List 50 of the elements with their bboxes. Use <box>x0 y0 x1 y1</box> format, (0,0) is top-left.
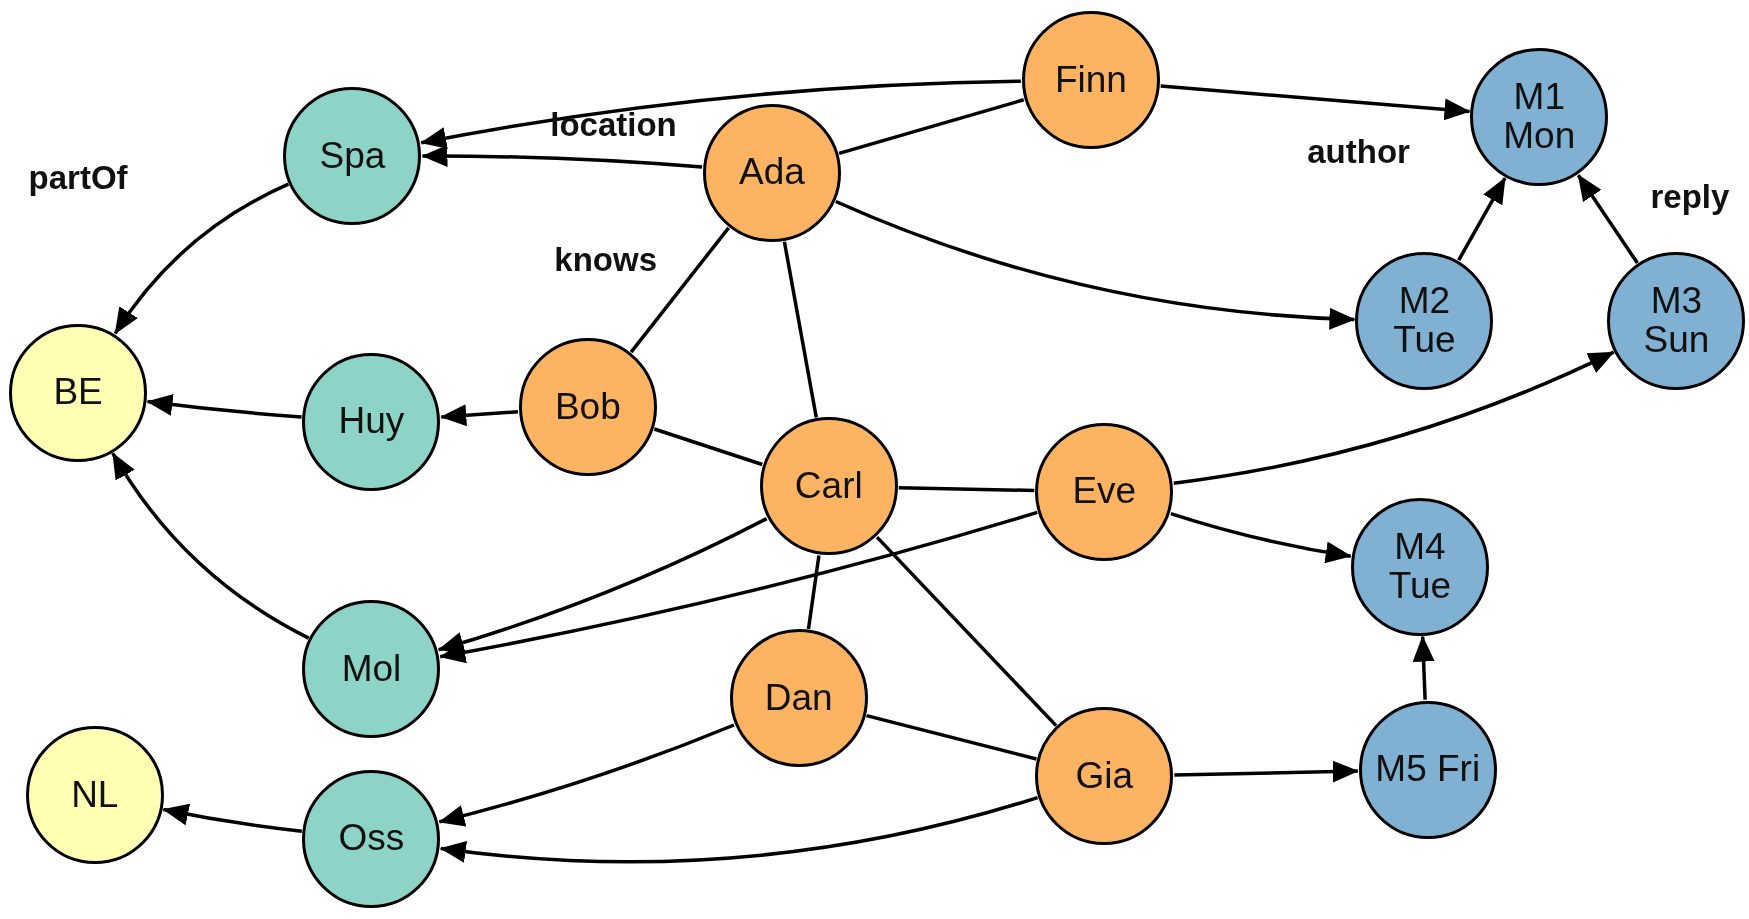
arrow <box>437 517 768 654</box>
arrow <box>420 79 1021 149</box>
node-label: Ada <box>737 153 806 193</box>
arrow <box>835 199 1356 330</box>
connector-line <box>806 555 821 630</box>
node-label: M5 Fri <box>1374 750 1482 790</box>
arrow <box>1160 84 1471 121</box>
node-label: Gia <box>1074 756 1135 796</box>
node-label: Mol <box>340 649 403 689</box>
node-label: M3 Sun <box>1642 282 1711 361</box>
connector-line <box>629 226 730 354</box>
node-label: NL <box>70 775 120 815</box>
node-label: Eve <box>1071 472 1138 512</box>
node-label: Oss <box>337 819 406 859</box>
connector-line <box>866 713 1037 761</box>
connector-line <box>653 427 763 467</box>
arrow <box>1576 174 1639 265</box>
relation-label: reply <box>1650 178 1730 217</box>
arrow <box>1173 350 1615 486</box>
relation-label: knows <box>554 240 657 279</box>
arrow <box>146 393 302 419</box>
node-label: M4 Tue <box>1387 527 1453 606</box>
arrow <box>1412 635 1435 700</box>
relation-label: author <box>1307 132 1410 171</box>
connector-line <box>838 98 1025 156</box>
node-label: Dan <box>763 678 834 718</box>
node-label: Carl <box>793 466 864 506</box>
arrow <box>440 404 519 427</box>
node-label: Bob <box>553 387 622 427</box>
connector-line <box>782 241 819 418</box>
node-label: Spa <box>318 136 387 176</box>
node-label: M1 Mon <box>1502 78 1577 156</box>
arrow <box>421 145 703 169</box>
relation-label: partOf <box>28 159 128 198</box>
node-label: BE <box>52 373 104 413</box>
node-label: Finn <box>1053 60 1128 100</box>
node-label: Huy <box>337 402 406 442</box>
arrow <box>1457 177 1507 262</box>
arrow <box>438 723 735 827</box>
arrow <box>111 452 310 640</box>
arrow <box>439 795 1039 864</box>
arrow <box>162 803 302 833</box>
arrow <box>1174 760 1359 783</box>
connector-line <box>898 485 1035 493</box>
arrow <box>439 510 1038 664</box>
arrow <box>1170 511 1352 564</box>
connector-line <box>875 535 1058 727</box>
relation-label: location <box>550 105 677 144</box>
node-label: M2 Tue <box>1392 282 1457 361</box>
arrow <box>113 182 290 335</box>
